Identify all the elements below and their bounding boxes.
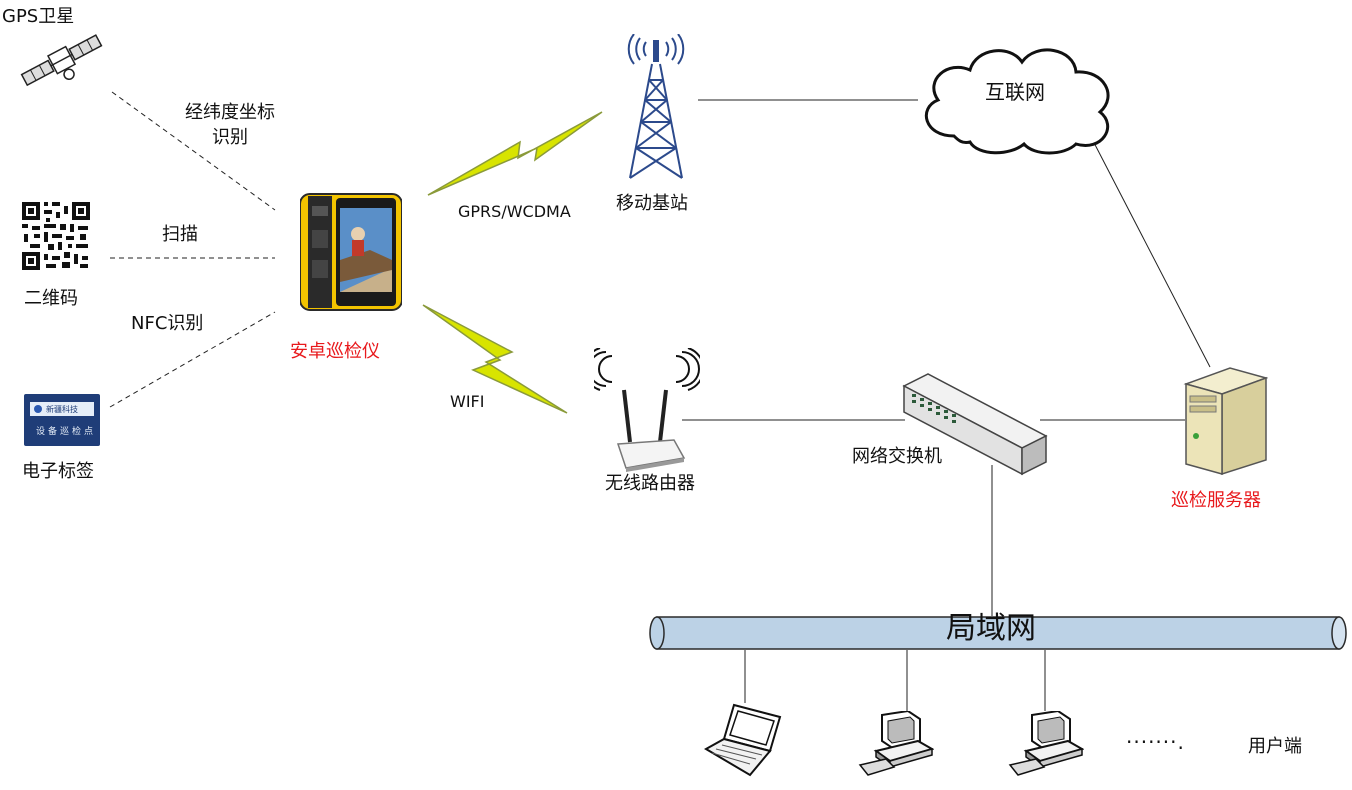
latlon-label-line1: 经纬度坐标: [185, 102, 275, 123]
nfc-link-line: [109, 311, 276, 408]
internet-server-line: [1089, 134, 1211, 368]
rugged-phone-icon: [300, 190, 402, 314]
lan-label: 局域网: [946, 611, 1036, 646]
tag-brand-text: 新疆科技: [46, 405, 78, 414]
desktop-computer-icon: [858, 711, 934, 777]
base-station-label: 移动基站: [616, 193, 688, 214]
lan-bar: [649, 616, 1347, 650]
wifi-label: WIFI: [450, 392, 485, 411]
latlon-label: 经纬度坐标 识别: [175, 102, 285, 148]
laptop-icon: [704, 703, 782, 777]
router-label: 无线路由器: [605, 473, 695, 494]
satellite-icon: [16, 32, 108, 90]
network-switch-icon: [900, 372, 1048, 480]
gprs-lightning-icon: [427, 111, 603, 196]
etag-label: 电子标签: [22, 461, 94, 482]
latlon-label-line2: 识别: [212, 126, 248, 148]
cell-tower-icon: [620, 34, 692, 180]
electronic-tag-card: 新疆科技 设备巡检点: [24, 394, 100, 446]
wireless-router-icon: [594, 348, 700, 472]
ellipsis-label: ·······.: [1126, 730, 1185, 754]
wifi-lightning-icon: [422, 304, 568, 414]
nfc-label: NFC识别: [131, 313, 204, 334]
qr-code-icon: [20, 200, 92, 272]
desktop-computer-icon: [1008, 711, 1084, 777]
gps-label: GPS卫星: [2, 6, 75, 27]
internet-label: 互联网: [985, 80, 1045, 104]
device-label: 安卓巡检仪: [290, 341, 380, 362]
server-icon: [1182, 364, 1268, 476]
qrcode-label: 二维码: [24, 288, 78, 309]
server-label: 巡检服务器: [1171, 490, 1261, 511]
scan-label: 扫描: [162, 224, 198, 245]
switch-label: 网络交换机: [852, 446, 942, 467]
gps-link-line: [111, 91, 276, 211]
tag-title-text: 设备巡检点: [36, 427, 97, 437]
users-label: 用户端: [1248, 736, 1302, 757]
internet-cloud-icon: [914, 40, 1124, 156]
gprs-label: GPRS/WCDMA: [458, 202, 571, 221]
